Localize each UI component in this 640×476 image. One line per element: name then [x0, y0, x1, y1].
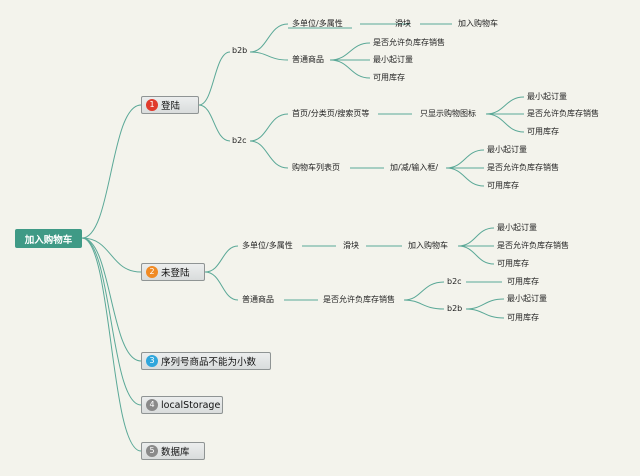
node-min-order: 最小起订量: [497, 223, 537, 232]
edge-root-db: [81, 237, 142, 452]
node-allow-negative: 是否允许负库存销售: [323, 295, 395, 304]
node-multi-unit: 多单位/多属性: [242, 241, 293, 250]
node-allow-negative: 是否允许负库存销售: [487, 163, 559, 172]
number-badge-2: 2: [146, 266, 158, 278]
node-add-cart: 加入购物车: [408, 241, 448, 250]
node-stock: 可用库存: [527, 127, 559, 136]
node-listing-pages: 首页/分类页/搜索页等: [292, 109, 370, 118]
number-badge-3: 3: [146, 355, 158, 367]
node-slider: 滑块: [395, 19, 411, 28]
node-b2b: b2b: [232, 46, 248, 55]
node-cart-icon-only: 只显示购物图标: [420, 109, 476, 118]
branch-label: localStorage: [161, 399, 221, 411]
node-min-order: 最小起订量: [487, 145, 527, 154]
edge-root-login: [81, 104, 142, 239]
branch-label: 登陆: [161, 101, 181, 112]
node-b2c: b2c: [447, 277, 462, 286]
node-cart-list-page: 购物车列表页: [292, 163, 340, 172]
node-b2c: b2c: [232, 136, 247, 145]
node-min-order: 最小起订量: [373, 55, 413, 64]
branch-login[interactable]: 1 登陆: [141, 96, 199, 114]
node-plus-minus-input: 加/减/输入框/: [390, 163, 439, 172]
number-badge-5: 5: [146, 445, 158, 457]
node-allow-negative: 是否允许负库存销售: [527, 109, 599, 118]
node-allow-negative: 是否允许负库存销售: [373, 38, 445, 47]
number-badge-4: 4: [146, 399, 158, 411]
node-min-order: 最小起订量: [527, 92, 567, 101]
branch-serial-no-decimal[interactable]: 3 序列号商品不能为小数: [141, 352, 271, 370]
node-stock: 可用库存: [507, 277, 539, 286]
branch-label: 数据库: [161, 447, 190, 458]
node-slider: 滑块: [343, 241, 359, 250]
node-allow-negative: 是否允许负库存销售: [497, 241, 569, 250]
node-stock: 可用库存: [497, 259, 529, 268]
node-stock: 可用库存: [373, 73, 405, 82]
branch-not-login[interactable]: 2 未登陆: [141, 263, 205, 281]
number-badge-1: 1: [146, 99, 158, 111]
node-normal-goods: 普通商品: [292, 55, 324, 64]
node-normal-goods: 普通商品: [242, 295, 274, 304]
edge-root-storage: [81, 237, 142, 406]
node-stock: 可用库存: [507, 313, 539, 322]
branch-label: 未登陆: [161, 268, 190, 279]
edge-root-notlogin: [81, 237, 142, 273]
node-add-cart: 加入购物车: [458, 19, 498, 28]
edge-root-serial: [81, 237, 142, 362]
node-stock: 可用库存: [487, 181, 519, 190]
root-node: 加入购物车: [15, 229, 82, 248]
branch-database[interactable]: 5 数据库: [141, 442, 205, 460]
node-min-order: 最小起订量: [507, 294, 547, 303]
branch-label: 序列号商品不能为小数: [161, 357, 257, 368]
branch-localstorage[interactable]: 4 localStorage: [141, 396, 223, 414]
node-multi-unit: 多单位/多属性: [292, 19, 343, 28]
node-b2b: b2b: [447, 304, 463, 313]
